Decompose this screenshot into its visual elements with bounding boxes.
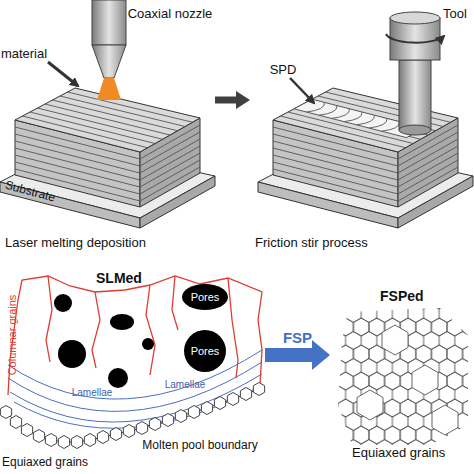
rotation-arrow xyxy=(386,34,444,43)
equiaxed-grain-field xyxy=(338,308,468,445)
deposit-layers xyxy=(15,92,200,201)
laser-melt xyxy=(97,78,121,100)
panel-heading: FSPed xyxy=(380,288,424,304)
large-grain xyxy=(412,365,438,395)
feature-label: Columnar grains xyxy=(6,295,19,376)
process-arrow xyxy=(215,97,236,104)
lamellae-lines xyxy=(8,350,262,428)
tool-face xyxy=(399,125,431,135)
molten-pool-boundary xyxy=(6,389,259,442)
pore xyxy=(184,330,226,372)
process-panel: Laser melting deposition xyxy=(0,0,215,258)
part-label: Coaxial nozzle xyxy=(128,7,213,22)
panel-heading: Friction stir process xyxy=(255,236,368,251)
stir-marks xyxy=(307,102,400,131)
part-label: SPD xyxy=(270,63,297,78)
pore xyxy=(54,294,72,312)
part-label: material xyxy=(1,47,47,62)
material-arrow xyxy=(48,62,78,86)
panel-heading: Laser melting deposition xyxy=(5,236,146,251)
feature-label: Pores xyxy=(191,291,220,304)
feature-label: Lamellae xyxy=(72,387,113,399)
pore xyxy=(142,338,154,350)
panel-heading: SLMed xyxy=(96,270,142,286)
part-label: Substrate xyxy=(3,179,56,206)
nozzle-body xyxy=(92,0,126,45)
feature-label: Molten pool boundary xyxy=(142,439,257,453)
pore xyxy=(110,314,134,330)
large-grain xyxy=(432,405,458,435)
tool-shoulder xyxy=(399,60,431,130)
process-arrow xyxy=(265,348,312,362)
pore xyxy=(182,284,228,310)
columnar-grain-outline xyxy=(8,276,262,395)
nozzle-cone xyxy=(92,45,126,78)
pore xyxy=(58,340,86,368)
feature-label: Lamellae xyxy=(165,379,206,391)
pore xyxy=(108,368,128,388)
part-label: Tool xyxy=(443,7,467,22)
process-panel: Friction stir process xyxy=(250,0,474,258)
arrow-label: FSP xyxy=(283,329,312,346)
spd-leader xyxy=(290,78,314,103)
feature-label: Pores xyxy=(191,345,220,358)
columnar-grain-boundaries xyxy=(46,276,238,378)
large-grain xyxy=(382,325,408,355)
feature-label: Equiaxed grains xyxy=(2,456,88,470)
large-grain xyxy=(357,390,383,420)
microstructure-panel: FSPedEquiaxed grains xyxy=(330,288,474,468)
tool-top xyxy=(390,12,440,24)
panel-caption: Equiaxed grains xyxy=(352,446,445,461)
